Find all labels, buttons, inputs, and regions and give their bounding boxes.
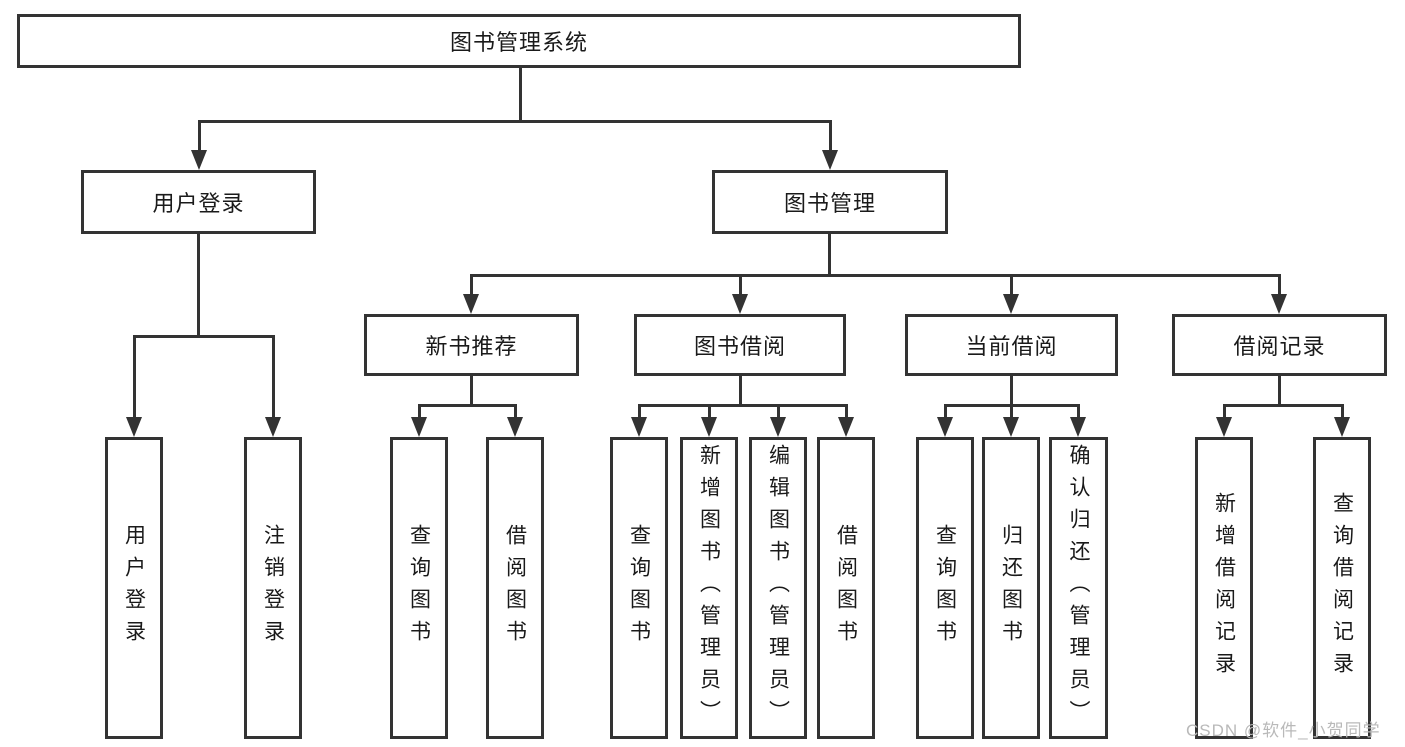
connector-line <box>1278 274 1281 296</box>
arrow-down-icon <box>701 417 717 437</box>
arrow-down-icon <box>265 417 281 437</box>
connector-line <box>1278 375 1281 407</box>
leaf-borrow-books: 借阅图书 <box>817 437 875 739</box>
leaf-query-books-current: 查询图书 <box>916 437 974 739</box>
connector-line <box>519 66 522 123</box>
arrow-down-icon <box>126 417 142 437</box>
node-label: 新书推荐 <box>425 334 518 359</box>
leaf-label: 借阅图书 <box>834 524 858 652</box>
connector-line <box>739 274 742 296</box>
leaf-logout-login: 注销登录 <box>244 437 302 739</box>
arrow-down-icon <box>732 294 748 314</box>
connector-line <box>1010 375 1013 407</box>
leaf-label: 查询图书 <box>627 524 651 652</box>
arrow-down-icon <box>507 417 523 437</box>
leaf-borrow-books-recommend: 借阅图书 <box>486 437 544 739</box>
csdn-watermark: CSDN @软件_小贺同学 <box>1186 721 1381 740</box>
leaf-label: 确认归还（管理员） <box>1067 444 1090 732</box>
connector-line <box>418 404 517 407</box>
connector-line <box>828 233 831 277</box>
connector-line <box>272 335 275 419</box>
node-user-login: 用户登录 <box>81 170 316 234</box>
connector-line <box>198 120 201 152</box>
arrow-down-icon <box>411 417 427 437</box>
connector-line <box>1010 274 1013 296</box>
node-book-borrow: 图书借阅 <box>634 314 846 376</box>
connector-line <box>1010 404 1013 419</box>
leaf-label: 查询借阅记录 <box>1330 492 1354 684</box>
leaf-label: 借阅图书 <box>503 524 527 652</box>
connector-line <box>470 274 473 296</box>
leaf-label: 注销登录 <box>261 524 285 652</box>
node-root-label: 图书管理系统 <box>449 30 588 55</box>
node-label: 用户登录 <box>152 191 245 216</box>
node-label: 当前借阅 <box>965 334 1058 359</box>
arrow-down-icon <box>1271 294 1287 314</box>
connector-line <box>777 404 780 419</box>
arrow-down-icon <box>937 417 953 437</box>
node-new-book-recommend: 新书推荐 <box>364 314 579 376</box>
leaf-add-book-admin: 新增图书（管理员） <box>680 437 738 739</box>
leaf-label: 新增借阅记录 <box>1212 492 1236 684</box>
leaf-label: 归还图书 <box>999 524 1023 652</box>
node-book-management: 图书管理 <box>712 170 948 234</box>
arrow-down-icon <box>838 417 854 437</box>
connector-line <box>470 375 473 407</box>
connector-line <box>133 335 275 338</box>
node-label: 借阅记录 <box>1233 334 1326 359</box>
connector-line <box>514 404 517 419</box>
connector-line <box>829 120 832 152</box>
node-label: 图书借阅 <box>693 334 786 359</box>
arrow-down-icon <box>631 417 647 437</box>
leaf-query-books-recommend: 查询图书 <box>390 437 448 739</box>
leaf-edit-book-admin: 编辑图书（管理员） <box>749 437 807 739</box>
arrow-down-icon <box>463 294 479 314</box>
arrow-down-icon <box>191 150 207 170</box>
connector-line <box>638 404 848 407</box>
node-label: 图书管理 <box>783 191 876 216</box>
leaf-query-borrow-record: 查询借阅记录 <box>1313 437 1371 739</box>
connector-line <box>845 404 848 419</box>
connector-line <box>1223 404 1226 419</box>
leaf-label: 用户登录 <box>122 524 146 652</box>
node-borrow-records: 借阅记录 <box>1172 314 1387 376</box>
leaf-confirm-return-admin: 确认归还（管理员） <box>1049 437 1108 739</box>
arrow-down-icon <box>1003 294 1019 314</box>
arrow-down-icon <box>1070 417 1086 437</box>
leaf-label: 编辑图书（管理员） <box>766 444 790 732</box>
leaf-label: 查询图书 <box>407 524 431 652</box>
node-root: 图书管理系统 <box>17 14 1021 68</box>
connector-line <box>418 404 421 419</box>
arrow-down-icon <box>822 150 838 170</box>
leaf-query-books-borrow: 查询图书 <box>610 437 668 739</box>
leaf-label: 查询图书 <box>933 524 957 652</box>
leaf-user-login: 用户登录 <box>105 437 163 739</box>
arrow-down-icon <box>1334 417 1350 437</box>
connector-line <box>638 404 641 419</box>
arrow-down-icon <box>1003 417 1019 437</box>
connector-line <box>1077 404 1080 419</box>
connector-line <box>470 274 1281 277</box>
node-current-borrow: 当前借阅 <box>905 314 1118 376</box>
connector-line <box>198 120 832 123</box>
connector-line <box>1341 404 1344 419</box>
connector-line <box>197 233 200 338</box>
leaf-label: 新增图书（管理员） <box>697 444 721 732</box>
connector-line <box>133 335 136 419</box>
leaf-add-borrow-record: 新增借阅记录 <box>1195 437 1253 739</box>
connector-line <box>708 404 711 419</box>
connector-line <box>739 375 742 407</box>
arrow-down-icon <box>770 417 786 437</box>
arrow-down-icon <box>1216 417 1232 437</box>
connector-line <box>1223 404 1344 407</box>
leaf-return-book: 归还图书 <box>982 437 1040 739</box>
connector-line <box>944 404 947 419</box>
